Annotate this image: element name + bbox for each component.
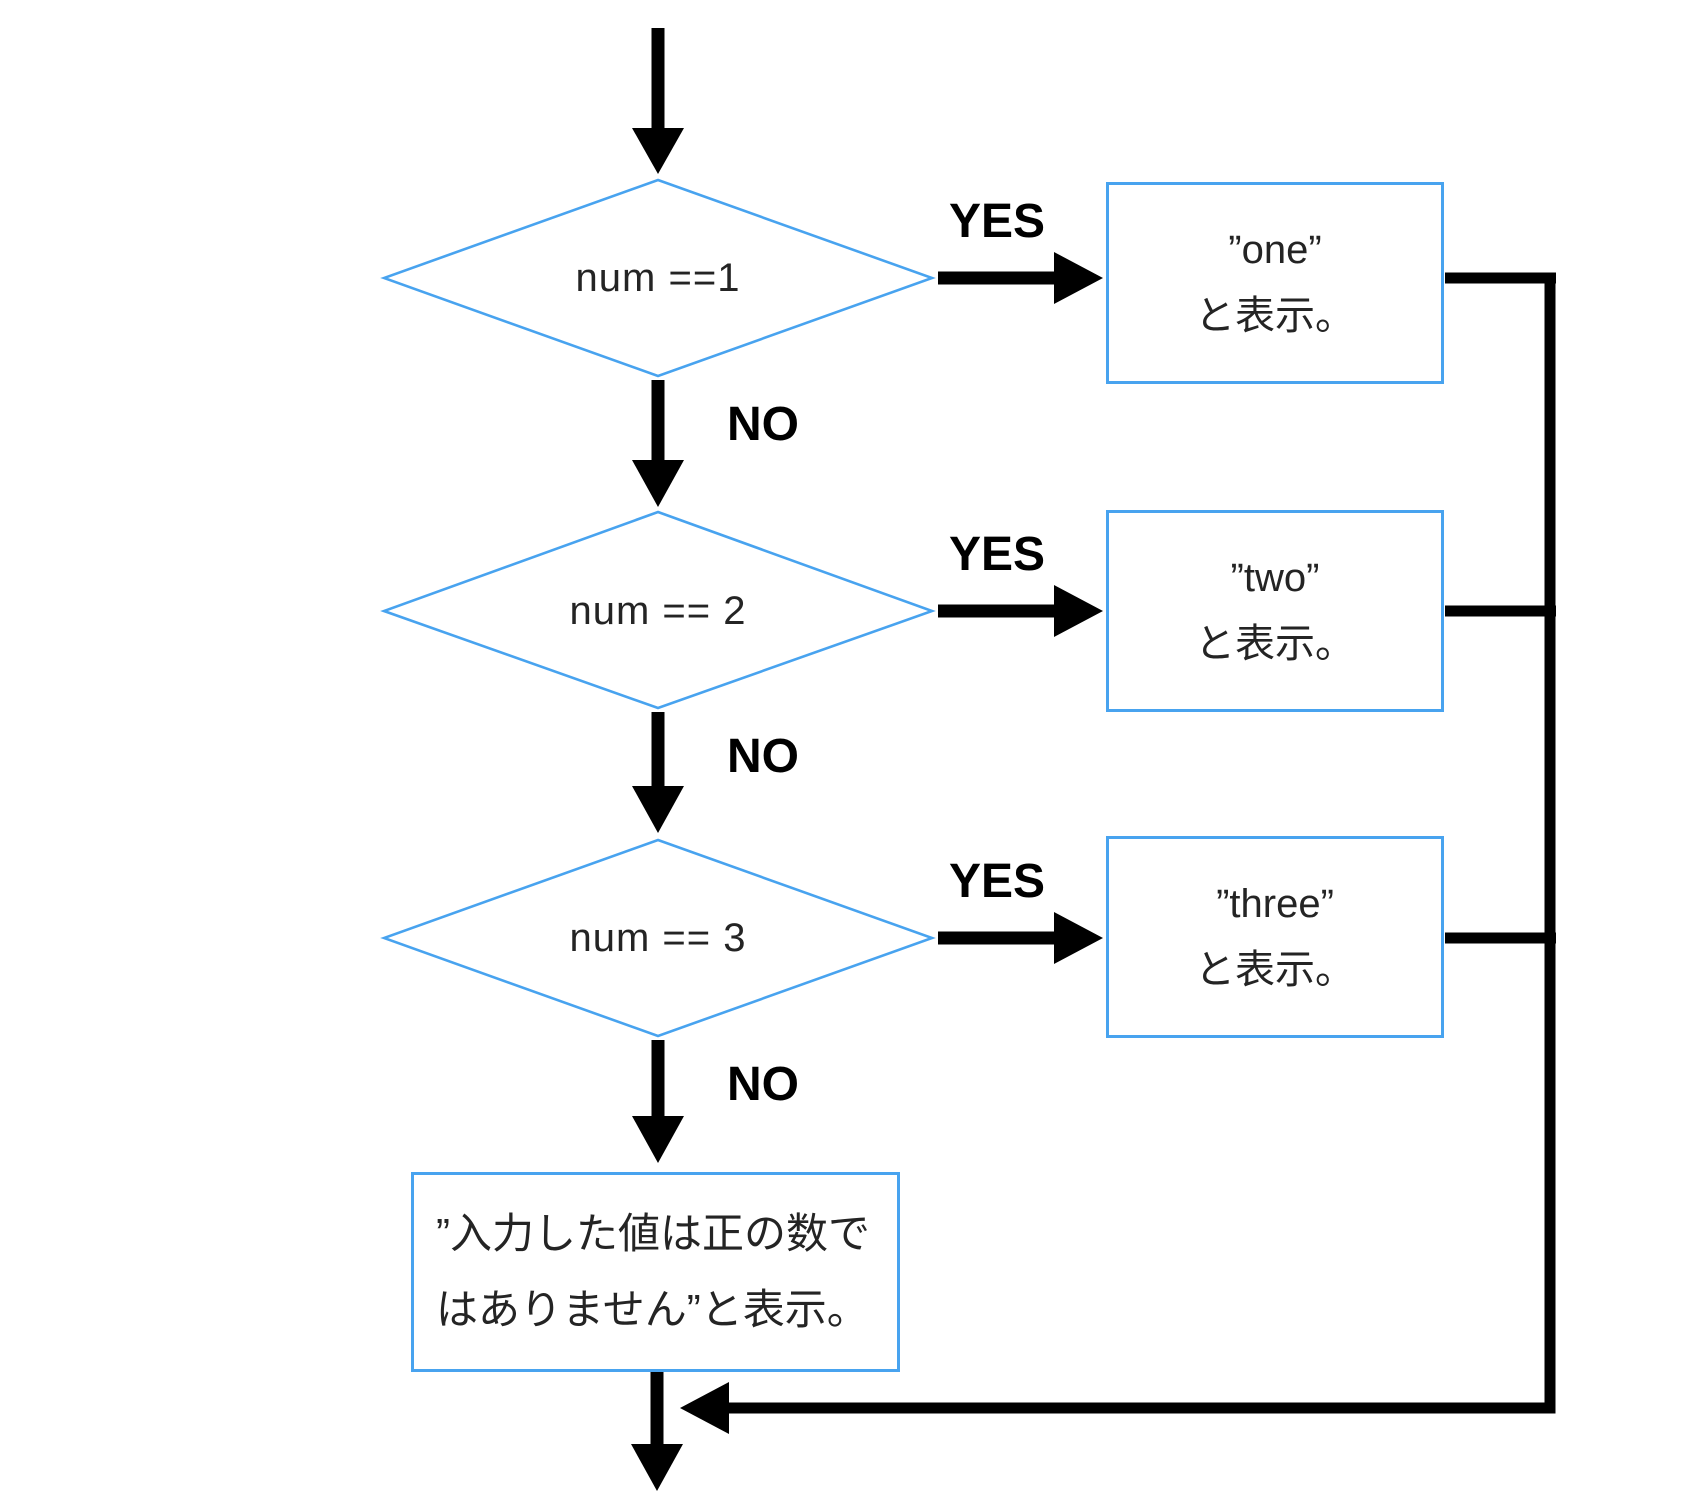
decision-2-yes-label: YES <box>948 528 1046 581</box>
exit-arrow-head-icon <box>631 1444 683 1491</box>
decision-3-condition: num == 3 <box>569 916 747 960</box>
no-arrow-1-head-icon <box>632 460 684 507</box>
decision-2-no-label: NO <box>727 730 799 783</box>
decision-1-diamond <box>380 178 936 378</box>
else-message-line1: ”入力した値は正の数で <box>436 1210 870 1257</box>
result-box-three-suffix: と表示。 <box>1195 948 1355 992</box>
decision-2-condition: num == 2 <box>569 589 747 633</box>
entry-arrow-head-icon <box>632 128 684 174</box>
no-arrow-2-head-icon <box>632 786 684 833</box>
merge-arrow-head-icon <box>680 1382 729 1434</box>
decision-1-condition: num ==1 <box>575 256 741 300</box>
else-message-line2: はありません”と表示。 <box>436 1286 869 1333</box>
result-box-two-value: ”two” <box>1230 556 1320 600</box>
result-box-one-value: ”one” <box>1228 228 1322 272</box>
decision-1-no-label: NO <box>727 398 799 451</box>
decision-2-diamond <box>380 510 936 710</box>
result-box-two: ”two” と表示。 <box>1106 510 1444 712</box>
decision-3-diamond <box>380 838 936 1038</box>
yes-arrow-3-head-icon <box>1054 912 1103 964</box>
decision-1-yes-label: YES <box>948 195 1046 248</box>
decision-3-no-label: NO <box>727 1058 799 1111</box>
yes-arrow-1-head-icon <box>1054 252 1103 304</box>
no-arrow-3-head-icon <box>632 1116 684 1163</box>
result-box-three-value: ”three” <box>1216 882 1334 926</box>
result-box-three: ”three” と表示。 <box>1106 836 1444 1038</box>
result-box-one: ”one” と表示。 <box>1106 182 1444 384</box>
else-message-box: ”入力した値は正の数で はありません”と表示。 <box>411 1172 900 1372</box>
decision-3-yes-label: YES <box>948 855 1046 908</box>
result-box-two-suffix: と表示。 <box>1195 622 1355 666</box>
yes-arrow-2-head-icon <box>1054 585 1103 637</box>
result-box-one-suffix: と表示。 <box>1195 294 1355 338</box>
merge-rail <box>729 273 1556 1414</box>
